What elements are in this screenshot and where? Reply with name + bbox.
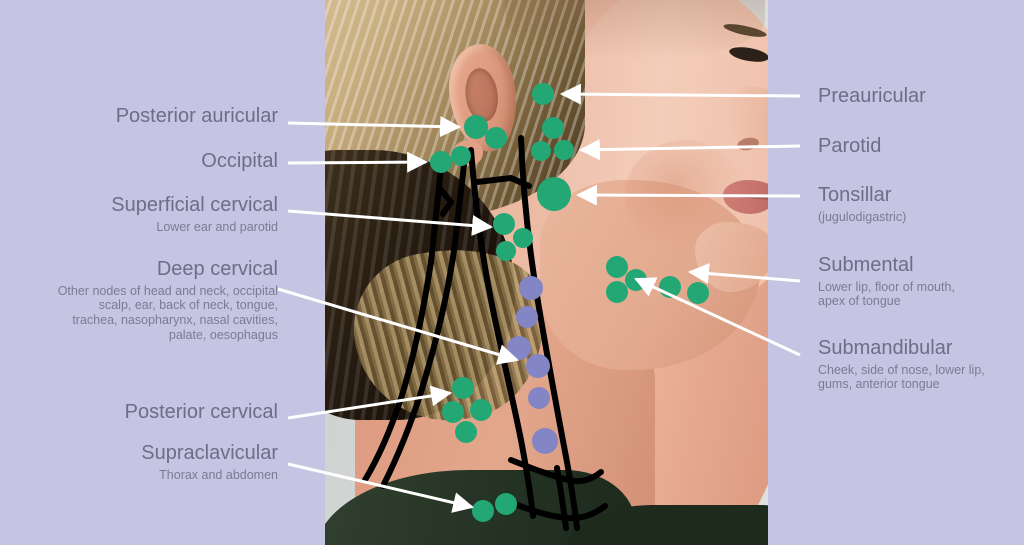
node-parotid xyxy=(542,117,564,139)
label-submental[interactable]: Submental Lower lip, floor of mouth, ape… xyxy=(818,254,1024,309)
label-deep-cervical[interactable]: Deep cervical Other nodes of head and ne… xyxy=(0,258,278,343)
label-sub-line: Thorax and abdomen xyxy=(159,467,278,482)
node-superficial-cervical xyxy=(493,213,515,235)
node-supraclavicular xyxy=(472,500,494,522)
node-occipital xyxy=(430,151,452,173)
label-title: Submandibular xyxy=(818,337,953,359)
label-submandibular[interactable]: Submandibular Cheek, side of nose, lower… xyxy=(818,337,1024,392)
node-deep-cervical xyxy=(532,428,558,454)
label-subtitle: Thorax and abdomen xyxy=(0,468,278,483)
label-sub-line: (jugulodigastric) xyxy=(818,209,907,224)
label-title: Deep cervical xyxy=(156,258,278,280)
label-title: Posterior auricular xyxy=(115,105,278,127)
node-deep-cervical xyxy=(507,336,531,360)
label-subtitle: Other nodes of head and neck, occipital … xyxy=(0,284,278,343)
node-submandibular xyxy=(625,269,647,291)
node-superficial-cervical xyxy=(496,241,516,261)
label-supraclavicular[interactable]: Supraclavicular Thorax and abdomen xyxy=(0,442,278,482)
node-posterior-cervical xyxy=(470,399,492,421)
label-subtitle: (jugulodigastric) xyxy=(818,210,1024,225)
node-superficial-cervical xyxy=(513,228,533,248)
label-title: Submental xyxy=(818,254,914,276)
label-title: Superficial cervical xyxy=(111,194,278,216)
node-deep-cervical xyxy=(516,306,538,328)
node-posterior-cervical xyxy=(452,377,474,399)
label-occipital[interactable]: Occipital xyxy=(0,150,278,174)
label-title: Occipital xyxy=(201,150,278,172)
node-posterior-cervical xyxy=(455,421,477,443)
label-preauricular[interactable]: Preauricular xyxy=(818,85,1024,109)
label-posterior-auricular[interactable]: Posterior auricular xyxy=(0,105,278,129)
ear-concha xyxy=(462,66,501,124)
label-sub-line: gums, anterior tongue xyxy=(818,377,940,392)
node-supraclavicular xyxy=(495,493,517,515)
node-submental xyxy=(659,276,681,298)
node-preauricular xyxy=(532,83,554,105)
label-tonsillar[interactable]: Tonsillar (jugulodigastric) xyxy=(818,184,1024,224)
node-submandibular xyxy=(606,256,628,278)
label-sub-line: apex of tongue xyxy=(818,294,901,309)
label-sub-line: Other nodes of head and neck, occipital xyxy=(57,283,278,298)
label-title: Parotid xyxy=(818,135,882,157)
patient-photo xyxy=(325,0,768,545)
node-submandibular xyxy=(606,281,628,303)
node-posterior-cervical xyxy=(442,401,464,423)
label-sub-line: Lower ear and parotid xyxy=(156,219,278,234)
label-subtitle: Lower ear and parotid xyxy=(0,220,278,235)
node-deep-cervical xyxy=(519,276,543,300)
label-parotid[interactable]: Parotid xyxy=(818,135,1024,159)
node-deep-cervical xyxy=(526,354,550,378)
label-posterior-cervical[interactable]: Posterior cervical xyxy=(0,401,278,425)
label-subtitle: Cheek, side of nose, lower lip, gums, an… xyxy=(818,363,1024,393)
label-sub-line: palate, oesophagus xyxy=(168,327,278,342)
node-tonsillar xyxy=(537,177,571,211)
label-title: Preauricular xyxy=(818,85,926,107)
label-sub-line: Cheek, side of nose, lower lip, xyxy=(818,362,985,377)
node-posterior-auricular xyxy=(464,115,488,139)
node-occipital xyxy=(451,146,471,166)
label-title: Tonsillar xyxy=(818,184,892,206)
label-sub-line: Lower lip, floor of mouth, xyxy=(818,279,955,294)
node-deep-cervical xyxy=(528,387,550,409)
label-subtitle: Lower lip, floor of mouth, apex of tongu… xyxy=(818,280,1024,310)
label-title: Supraclavicular xyxy=(141,442,278,464)
label-superficial-cervical[interactable]: Superficial cervical Lower ear and parot… xyxy=(0,194,278,234)
node-parotid xyxy=(554,140,574,160)
label-sub-line: scalp, ear, back of neck, tongue, xyxy=(98,298,278,313)
node-submental xyxy=(687,282,709,304)
node-posterior-auricular xyxy=(485,127,507,149)
chin xyxy=(695,222,768,292)
label-sub-line: trachea, nasopharynx, nasal cavities, xyxy=(72,313,278,328)
node-parotid xyxy=(531,141,551,161)
label-title: Posterior cervical xyxy=(124,401,278,423)
